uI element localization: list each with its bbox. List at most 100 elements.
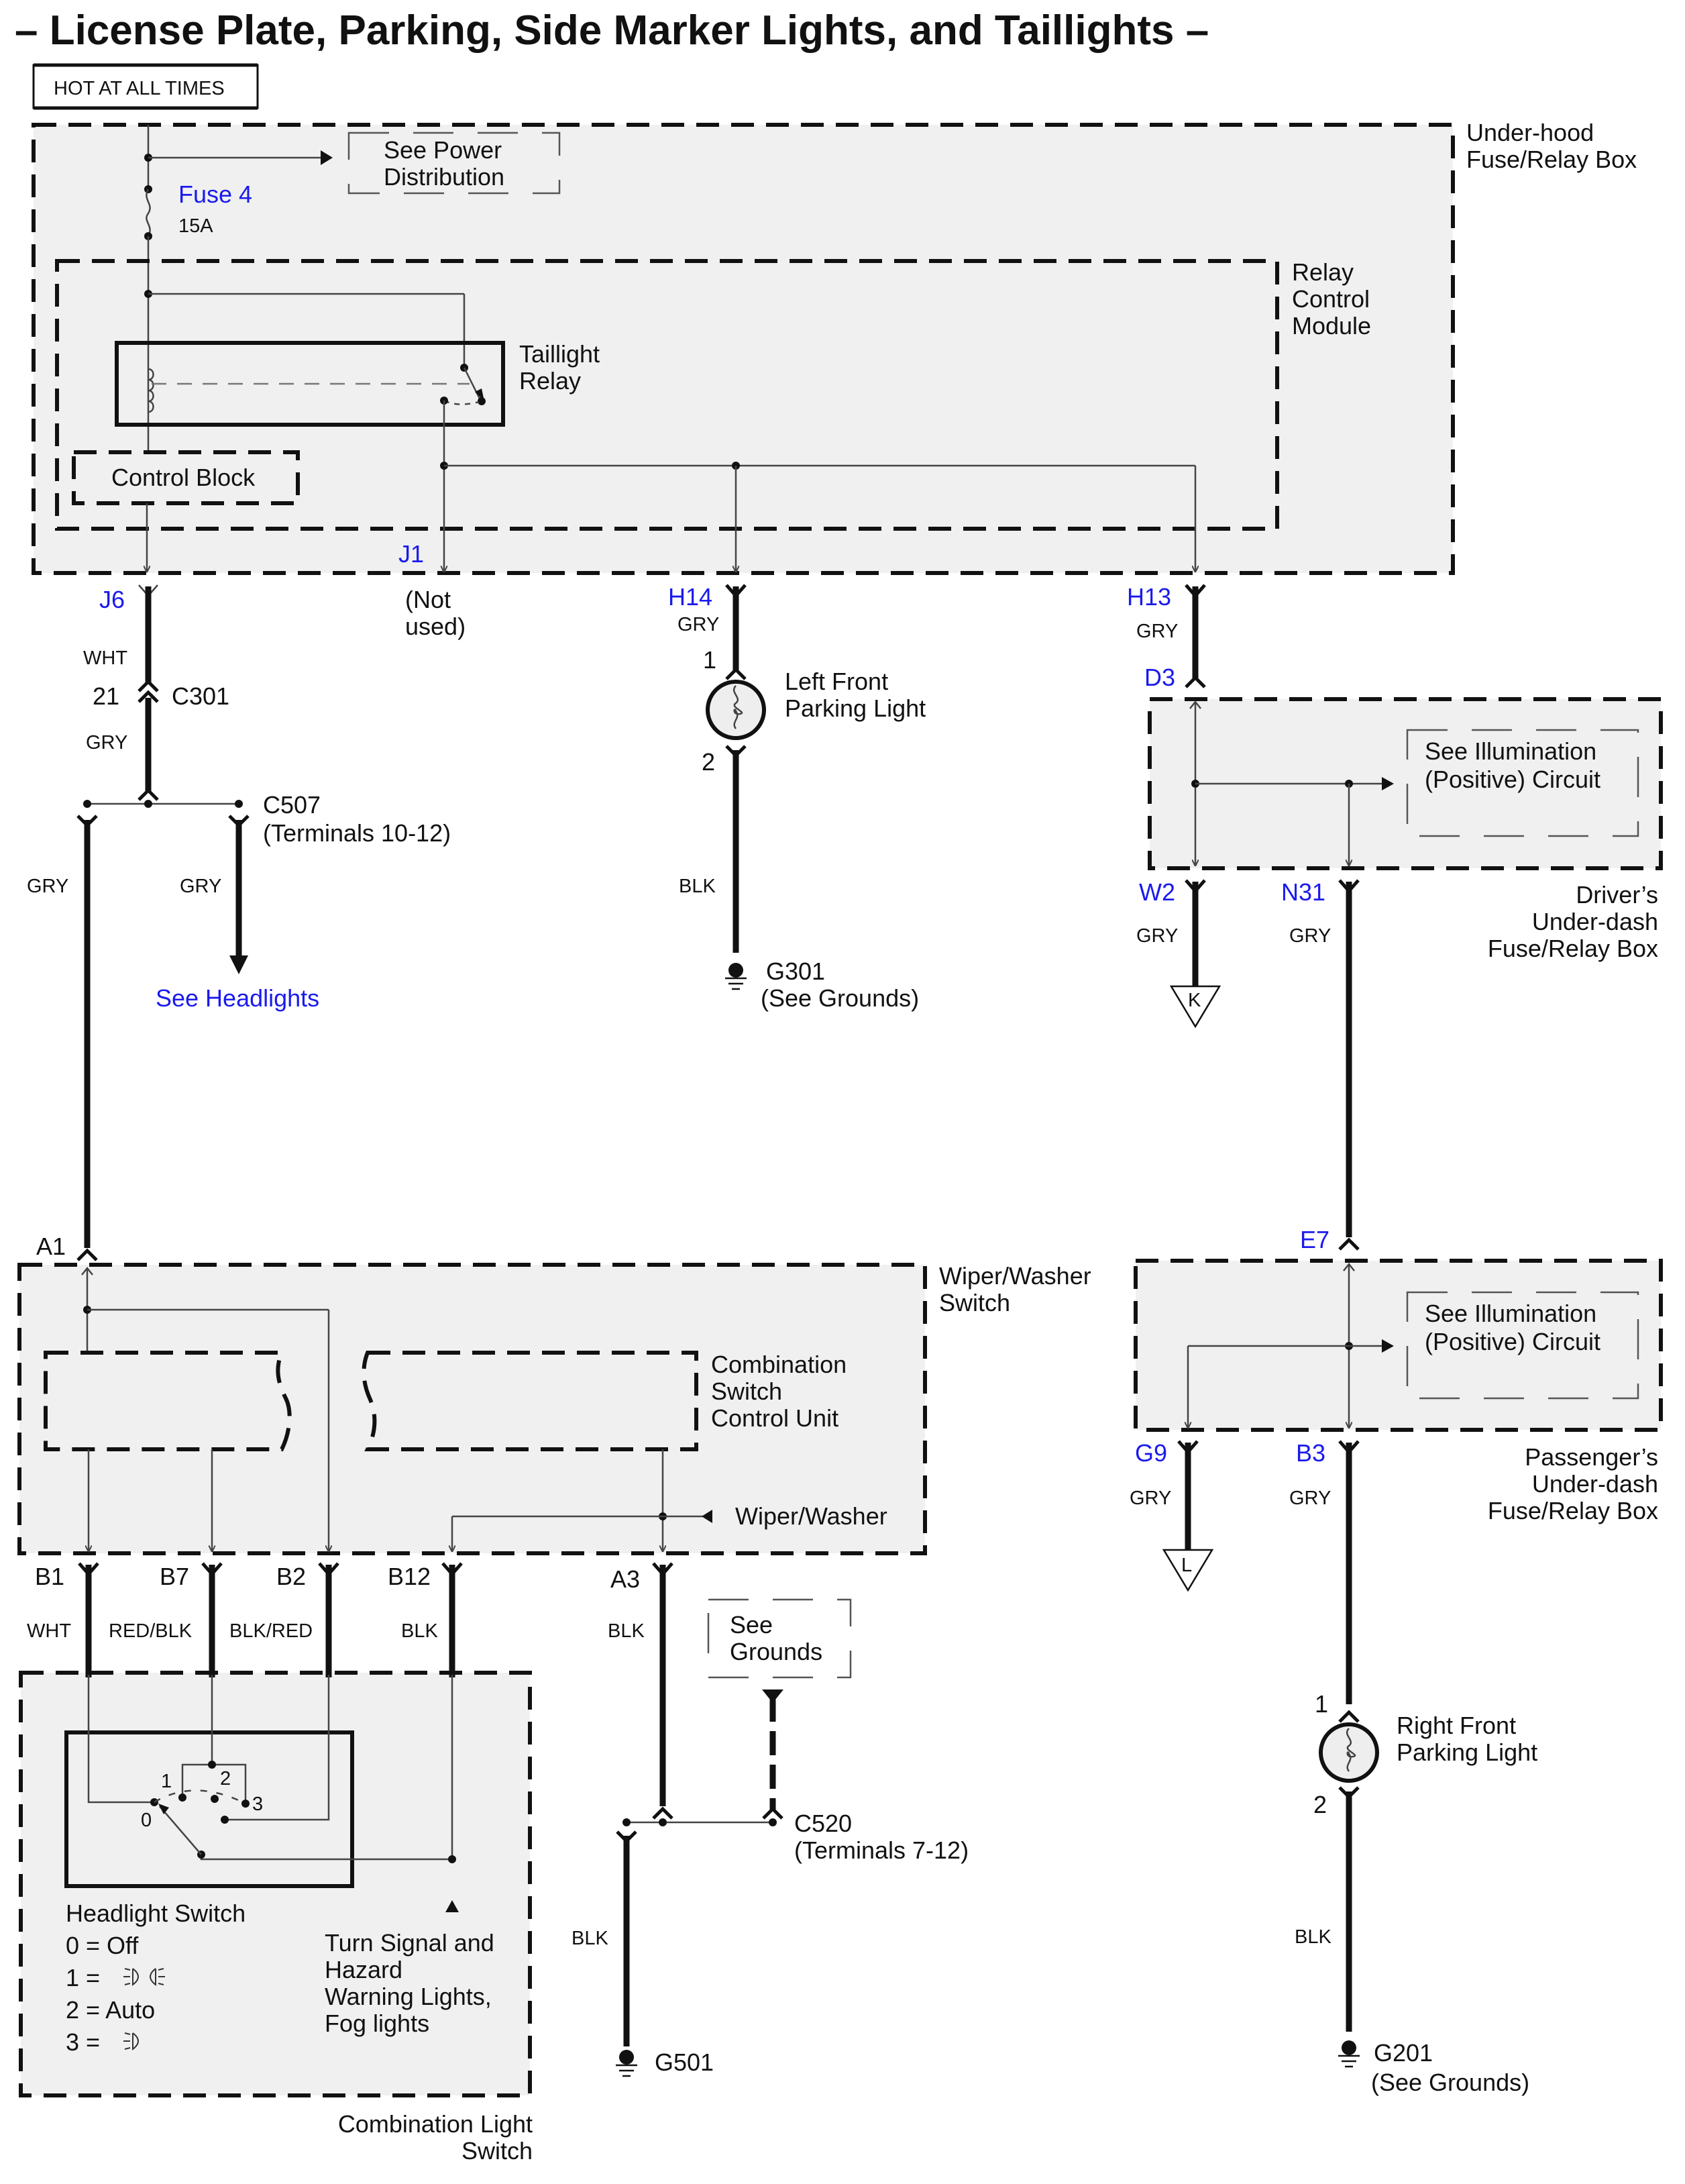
wire-color-gry-g9: GRY	[1130, 1488, 1171, 1509]
bulb-icon	[1319, 1722, 1379, 1783]
headlights-icon	[123, 2032, 139, 2051]
ground-icon	[1338, 2040, 1360, 2068]
c301-pin: 21	[93, 682, 119, 710]
drivers-under-dash-box: H13 GRY D3 See Illumination (Positive) C…	[1127, 583, 1663, 1237]
wire-color-blk: BLK	[1295, 1926, 1331, 1948]
headlight-switch	[64, 1730, 354, 1888]
csu-label-2: Switch	[711, 1377, 782, 1405]
see-grounds-line-1: See	[730, 1611, 773, 1639]
pin-b1: B1	[35, 1563, 64, 1590]
control-block-label: Control Block	[111, 464, 256, 491]
driver-box-label-1: Driver’s	[1576, 881, 1658, 908]
right-parking-label-2: Parking Light	[1397, 1738, 1537, 1766]
headlight-switch-label: Headlight Switch	[66, 1900, 246, 1927]
arrow-to-turn-signal	[445, 1900, 459, 1912]
terminal-g9: G9	[1135, 1439, 1167, 1467]
position-0-off: 0 = Off	[66, 1932, 139, 1959]
pin-2: 2	[1313, 1791, 1327, 1818]
wire-color-a3: BLK	[608, 1620, 645, 1642]
switch-pos-2: 2	[220, 1768, 231, 1789]
wiper-switch-pins: B1 B7 B2 B12 A3 WHT RED/BLK BLK/RED BLK …	[27, 1562, 673, 1806]
offpage-connector-l-icon[interactable]: L	[1162, 1549, 1214, 1592]
passenger-box-label-2: Under-dash	[1532, 1470, 1658, 1498]
see-headlights-link[interactable]: See Headlights	[156, 984, 319, 1012]
terminal-d3: D3	[1144, 664, 1175, 691]
c520-terminals: (Terminals 7-12)	[794, 1836, 969, 1864]
wire-color-b12: BLK	[401, 1620, 438, 1642]
pin-a3: A3	[610, 1565, 640, 1593]
csu-label-3: Control Unit	[711, 1404, 838, 1432]
relay-module-label-1: Relay	[1292, 258, 1354, 286]
arrow-to-power-distribution	[321, 150, 333, 165]
control-unit-right	[362, 1351, 698, 1451]
see-power-line-1: See Power	[384, 136, 502, 164]
pin-1: 1	[703, 646, 716, 674]
underhood-label-2: Fuse/Relay Box	[1466, 146, 1637, 173]
see-illum-line-1: See Illumination	[1425, 737, 1596, 765]
terminal-e7: E7	[1300, 1226, 1329, 1253]
left-front-parking-circuit: H14 GRY 1 Left Front Parking Light 2 BLK…	[668, 583, 926, 1012]
wire-color-b1: WHT	[27, 1620, 71, 1642]
pin-b2: B2	[276, 1563, 306, 1590]
wire-color-gry-n31: GRY	[1289, 925, 1331, 947]
ground-icon	[616, 2050, 637, 2077]
svg-text:L: L	[1181, 1555, 1192, 1576]
see-illum-line-2: (Positive) Circuit	[1425, 1328, 1600, 1355]
connector-c520: C520	[794, 1810, 852, 1837]
turn-signal-label-3: Warning Lights,	[325, 1983, 492, 2010]
position-3: 3 =	[66, 2028, 100, 2056]
ground-g201-note[interactable]: (See Grounds)	[1371, 2069, 1529, 2096]
see-grounds-box[interactable]	[707, 1598, 852, 1679]
j6-circuit: J6 WHT 21 C301 GRY C507 (Terminals 10-12…	[27, 584, 451, 1248]
fuse-label[interactable]: Fuse 4	[178, 180, 252, 208]
wire-color-wht: WHT	[83, 647, 127, 669]
switch-pos-0: 0	[141, 1810, 152, 1831]
csu-label-1: Combination	[711, 1351, 847, 1378]
not-used-line-2: used)	[405, 613, 466, 640]
relay-module-label-3: Module	[1292, 312, 1371, 340]
passenger-box-label-1: Passenger’s	[1525, 1443, 1658, 1471]
position-1: 1 =	[66, 1964, 100, 1991]
driver-box-label-2: Under-dash	[1532, 908, 1658, 935]
wire-color-gry-w2: GRY	[1136, 925, 1178, 947]
see-illum-line-2: (Positive) Circuit	[1425, 766, 1600, 793]
terminal-h14: H14	[668, 583, 712, 611]
wire-color-b7: RED/BLK	[109, 1620, 193, 1642]
pin-b7: B7	[160, 1563, 189, 1590]
offpage-connector-k-icon[interactable]: K	[1169, 985, 1221, 1029]
see-illumination-box[interactable]	[1406, 729, 1639, 837]
terminal-n31: N31	[1281, 878, 1325, 906]
wire-color-gry: GRY	[86, 732, 127, 753]
passengers-under-dash-box: E7 See Illumination (Positive) Circuit G…	[1130, 1226, 1663, 1704]
terminal-a1: A1	[36, 1233, 66, 1260]
parking-lights-icon	[123, 1968, 165, 1987]
see-grounds-line-2: Grounds	[730, 1638, 822, 1665]
ground-g201: G201	[1374, 2039, 1433, 2067]
ground-g301-note[interactable]: (See Grounds)	[761, 984, 919, 1012]
pin-1: 1	[1315, 1690, 1328, 1718]
power-source-box: HOT AT ALL TIMES	[32, 63, 259, 110]
see-illum-line-1: See Illumination	[1425, 1300, 1596, 1327]
c507-terminals: (Terminals 10-12)	[263, 819, 451, 847]
control-block	[72, 450, 300, 505]
wiper-switch-label-2: Switch	[939, 1289, 1010, 1316]
left-parking-label-2: Parking Light	[785, 694, 926, 722]
passenger-box-label-3: Fuse/Relay Box	[1488, 1497, 1658, 1524]
terminal-h13: H13	[1127, 583, 1171, 611]
power-source-label: HOT AT ALL TIMES	[54, 78, 225, 99]
arrow-to-headlights	[229, 955, 248, 974]
see-power-line-2: Distribution	[384, 163, 504, 191]
wiper-washer-switch: A1 Wiper/Washer Switch Combination Switc…	[17, 1233, 1091, 1555]
terminal-w2: W2	[1139, 878, 1175, 906]
wire-color-gry-b3: GRY	[1289, 1488, 1331, 1509]
light-switch-label-2: Switch	[461, 2137, 533, 2165]
taillight-relay-label-2: Relay	[519, 367, 581, 395]
connector-c507: C507	[263, 791, 321, 819]
see-illumination-box[interactable]	[1406, 1291, 1639, 1400]
not-used-line-1: (Not	[405, 586, 451, 613]
page-title: – License Plate, Parking, Side Marker Li…	[15, 7, 1209, 54]
underhood-label-1: Under-hood	[1466, 119, 1594, 146]
taillight-relay	[115, 341, 505, 427]
wiper-switch-label-1: Wiper/Washer	[939, 1262, 1091, 1290]
position-2-auto: 2 = Auto	[66, 1996, 155, 2024]
